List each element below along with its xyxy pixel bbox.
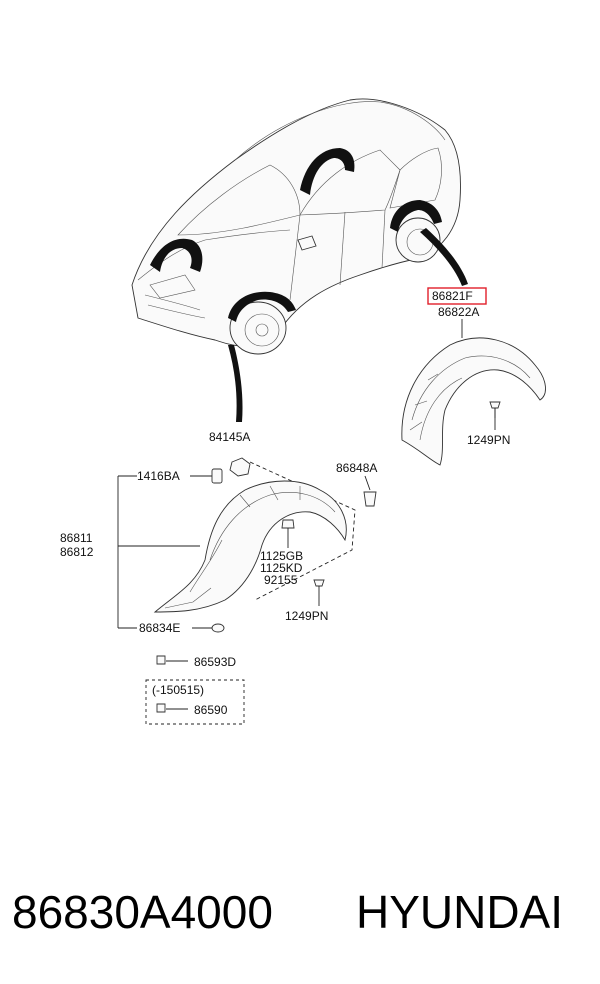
highlight-box: [427, 287, 487, 305]
label-1416ba: 1416BA: [137, 469, 180, 483]
label-date-range: (-150515): [152, 683, 204, 697]
footer-part-number: 86830A4000: [12, 886, 273, 938]
label-86822a: 86822A: [438, 305, 479, 319]
date-range-box: [145, 679, 245, 725]
label-1249pn-front: 1249PN: [285, 609, 328, 623]
label-86590: 86590: [194, 703, 228, 717]
label-86811: 86811: [60, 531, 93, 545]
label-86834e: 86834E: [139, 621, 180, 635]
footer-brand: HYUNDAI: [356, 886, 563, 938]
front-wheel-liner-group: 84145A 1416BA 86848A 86811 86812 1125GB …: [60, 430, 377, 725]
label-92155: 92155: [264, 573, 298, 587]
label-86821f: 86821F: [432, 289, 473, 303]
label-1125kd: 1125KD: [260, 561, 303, 575]
car-illustration: [131, 98, 468, 422]
rear-wheel-liner: 86821F 86822A 1249PN: [401, 287, 546, 466]
label-84145a: 84145A: [209, 430, 250, 444]
label-86848a: 86848A: [336, 461, 377, 475]
label-1125gb: 1125GB: [260, 549, 303, 563]
label-86812: 86812: [60, 545, 94, 559]
label-86593d: 86593D: [194, 655, 236, 669]
label-1249pn-rear: 1249PN: [467, 433, 510, 447]
